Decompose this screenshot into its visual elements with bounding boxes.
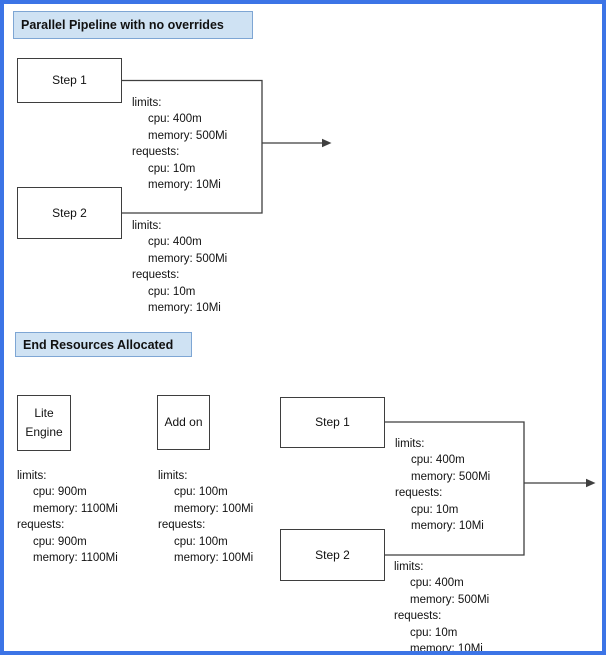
resource-line: cpu: 400m (148, 113, 202, 126)
node-lite-engine: Lite Engine (17, 395, 71, 451)
resource-line: requests: (158, 519, 206, 532)
resource-line: cpu: 100m (174, 535, 228, 548)
resource-line: cpu: 400m (410, 577, 464, 590)
resource-line: memory: 500Mi (148, 252, 228, 265)
node-label: Step 1 (52, 73, 87, 88)
resource-line: cpu: 400m (148, 236, 202, 249)
node-pipeline-step1: Step 1 (17, 58, 122, 103)
resources-add-on: limits: cpu: 100m memory: 100Mi requests… (158, 468, 253, 566)
resource-line: cpu: 400m (411, 454, 465, 467)
resource-line: limits: (395, 438, 425, 450)
resources-pipeline-step1: limits: cpu: 400m memory: 500Mi requests… (132, 95, 227, 193)
resource-line: requests: (394, 610, 442, 623)
section-title-end-resources: End Resources Allocated (15, 332, 192, 357)
node-end-step2: Step 2 (280, 529, 385, 581)
resource-line: cpu: 10m (148, 285, 196, 298)
resource-line: limits: (17, 470, 47, 482)
node-label: Step 1 (315, 415, 350, 430)
node-pipeline-step2: Step 2 (17, 187, 122, 239)
pipeline-merge-connector (122, 79, 332, 214)
resource-line: memory: 10Mi (148, 302, 221, 315)
node-label: Step 2 (315, 547, 350, 562)
resource-line: memory: 500Mi (410, 593, 490, 606)
resource-line: memory: 10Mi (411, 520, 484, 533)
resource-line: cpu: 100m (174, 486, 228, 499)
node-label: Step 2 (52, 205, 87, 220)
resource-line: memory: 10Mi (148, 179, 221, 192)
resource-line: cpu: 10m (148, 162, 196, 175)
arrowhead-icon (322, 138, 332, 148)
resource-line: cpu: 900m (33, 486, 87, 499)
resources-end-step2: limits: cpu: 400m memory: 500Mi requests… (394, 559, 489, 655)
resources-lite-engine: limits: cpu: 900m memory: 1100Mi request… (17, 468, 118, 566)
resource-line: requests: (17, 519, 65, 532)
resources-pipeline-step2: limits: cpu: 400m memory: 500Mi requests… (132, 218, 227, 316)
node-label: Add on (164, 415, 203, 430)
resource-line: memory: 500Mi (148, 129, 228, 142)
end-merge-connector (385, 421, 596, 556)
resource-line: requests: (132, 269, 180, 282)
resource-line: limits: (394, 561, 424, 573)
node-end-step1: Step 1 (280, 397, 385, 448)
resource-line: memory: 100Mi (174, 552, 254, 565)
resource-line: limits: (158, 470, 188, 482)
resource-line: limits: (132, 97, 162, 109)
node-label: Lite Engine (25, 406, 63, 439)
resource-line: memory: 1100Mi (33, 552, 118, 565)
pipeline-merge-bracket (122, 79, 263, 214)
node-add-on: Add on (157, 395, 210, 450)
arrowhead-icon (586, 478, 596, 488)
resource-line: memory: 1100Mi (33, 502, 118, 515)
resource-line: memory: 500Mi (411, 470, 491, 483)
resources-end-step1: limits: cpu: 400m memory: 500Mi requests… (395, 436, 490, 534)
resource-line: memory: 10Mi (410, 643, 483, 655)
resource-line: memory: 100Mi (174, 502, 254, 515)
resource-line: requests: (395, 487, 443, 500)
resource-line: cpu: 10m (411, 503, 459, 516)
resource-line: requests: (132, 146, 180, 159)
resource-line: limits: (132, 220, 162, 232)
resource-line: cpu: 10m (410, 626, 458, 639)
resource-line: cpu: 900m (33, 535, 87, 548)
end-merge-bracket (385, 421, 525, 556)
section-title-pipeline: Parallel Pipeline with no overrides (13, 11, 253, 39)
